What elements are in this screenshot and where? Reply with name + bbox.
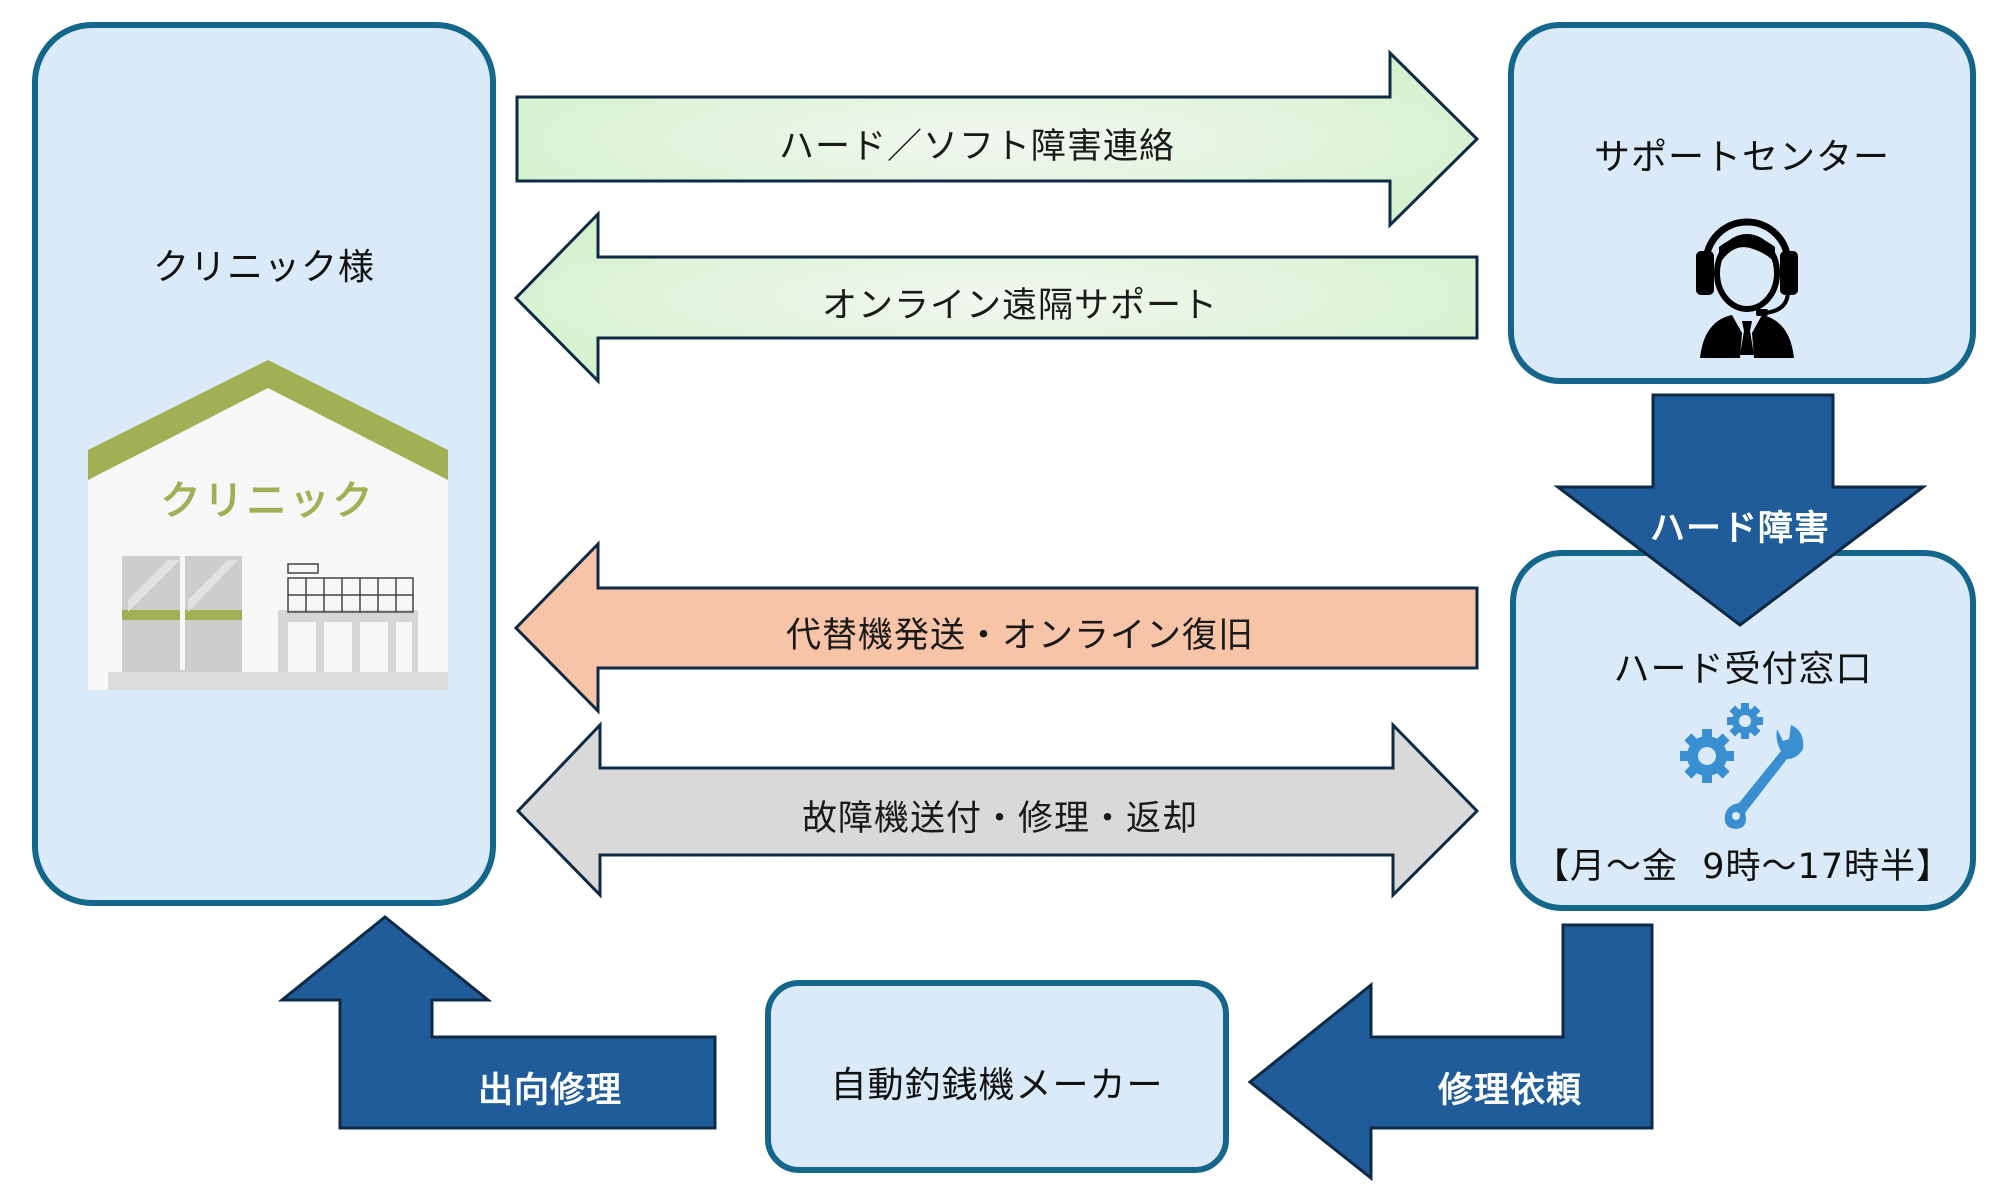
arrow-remote-support: [513, 210, 1479, 385]
gears-wrench-icon: [1680, 703, 1804, 829]
node-clinic: クリニック様 クリニック: [32, 22, 496, 906]
arrow-repair-exchange: [515, 721, 1480, 899]
operator-headset-icon: [1696, 218, 1798, 358]
arrow-repair-request: [1247, 923, 1654, 1182]
onsite-repair-label: 出向修理: [477, 1071, 622, 1111]
remote-support-label: オンライン遠隔サポート: [821, 286, 1218, 326]
node-hard-reception: ハード受付窓口 【月～金 9時～17時半】: [1510, 550, 1976, 911]
hard-reception-hours: 【月～金 9時～17時半】: [1533, 847, 1953, 887]
arrow-fault-report: [515, 49, 1480, 229]
clinic-building-icon: [88, 360, 448, 690]
hard-fault-label: ハード障害: [1649, 509, 1830, 549]
node-maker: 自動釣銭機メーカー: [765, 980, 1229, 1173]
node-support-center: サポートセンター: [1508, 22, 1976, 384]
hard-reception-label: ハード受付窓口: [1613, 649, 1873, 690]
fault-report-label: ハード／ソフト障害連絡: [778, 127, 1175, 167]
support-center-label: サポートセンター: [1593, 137, 1890, 178]
arrow-onsite-repair: [277, 915, 717, 1130]
maker-label: 自動釣銭機メーカー: [830, 1065, 1164, 1106]
arrow-replacement: [513, 540, 1479, 715]
replacement-label: 代替機発送・オンライン復旧: [785, 616, 1254, 656]
clinic-sign: クリニック: [160, 478, 376, 524]
clinic-label: クリニック様: [152, 247, 375, 288]
repair-exchange-label: 故障機送付・修理・返却: [801, 799, 1198, 839]
repair-request-label: 修理依頼: [1437, 1071, 1582, 1111]
